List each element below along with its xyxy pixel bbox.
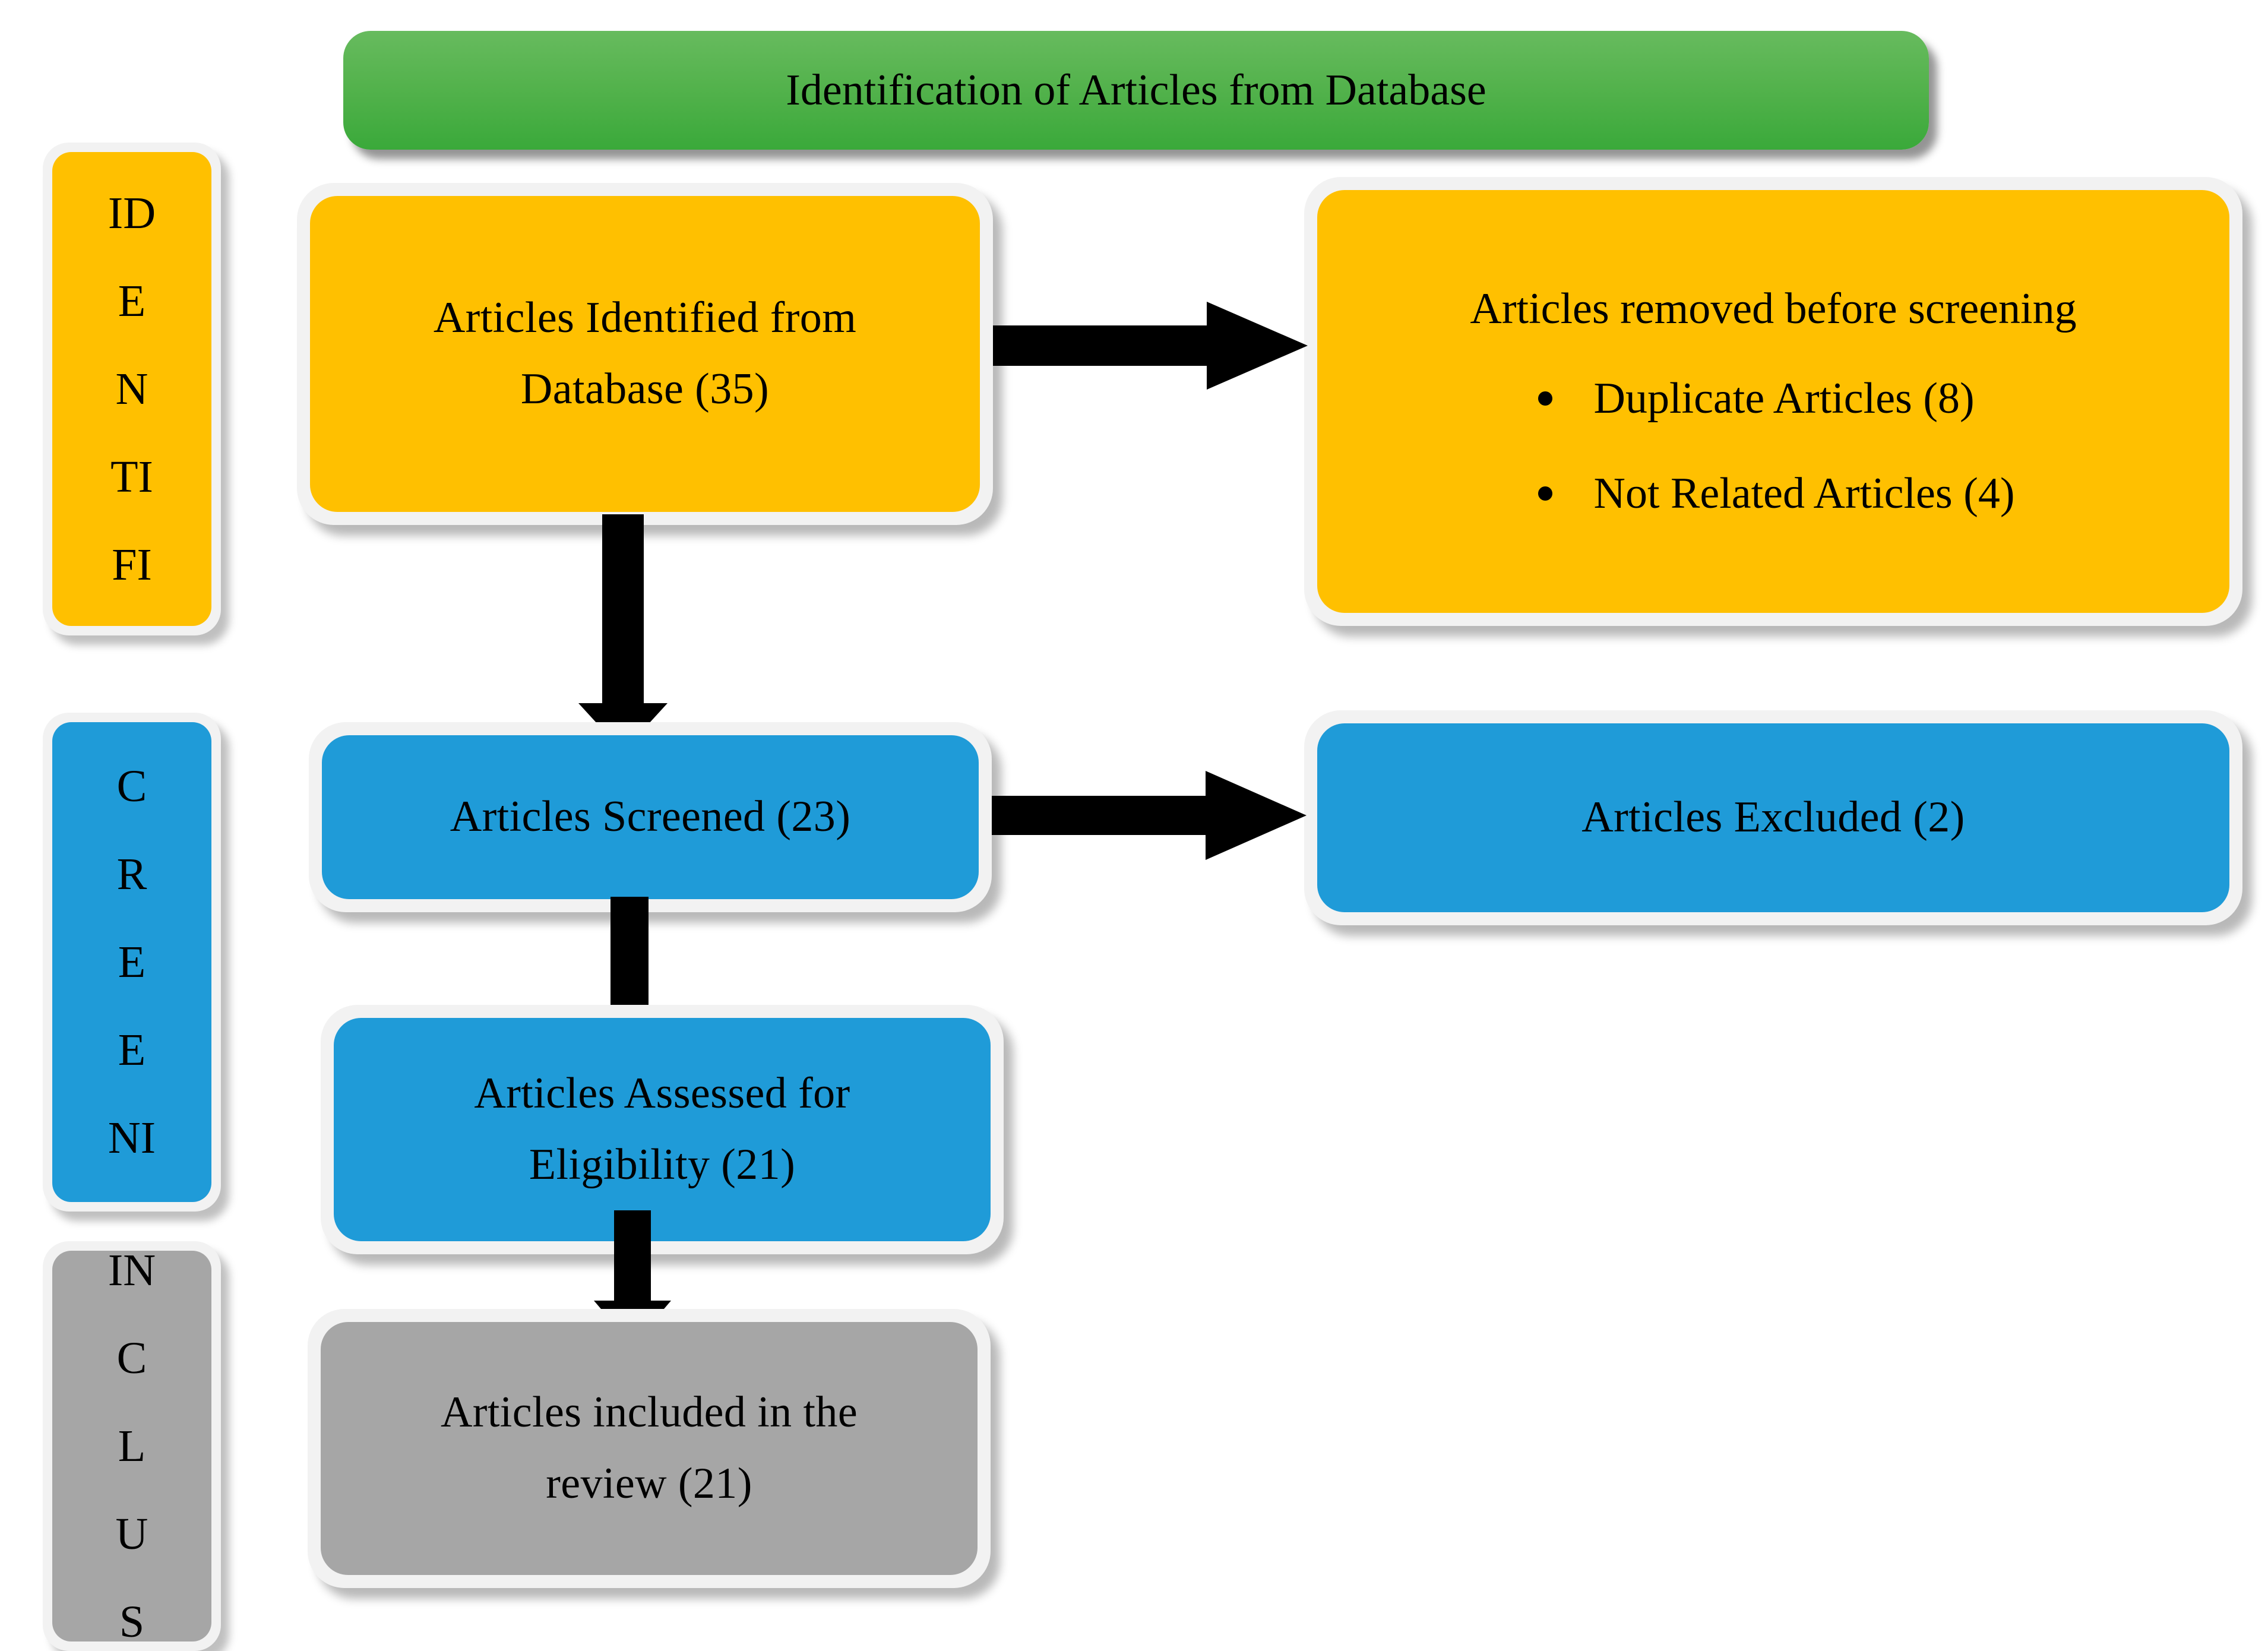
list-item: Not Related Articles (4) (1532, 466, 2015, 521)
node-articles-screened-label: Articles Screened (23) (450, 792, 851, 842)
phase-label-screening: SCREENIN (43, 713, 221, 1212)
node-articles-included-label: Articles included in the review (21) (440, 1388, 858, 1508)
removed-item-label: Not Related Articles (4) (1593, 469, 2015, 518)
node-articles-included: Articles included in the review (21) (308, 1309, 991, 1588)
phase-fill-screening: SCREENIN (52, 722, 211, 1202)
node-articles-identified-fill: Articles Identified from Database (35) (310, 196, 980, 512)
phase-label-inclusion: INCLUS (43, 1241, 221, 1651)
node-articles-screened-fill: Articles Screened (23) (322, 735, 979, 899)
removed-body: Articles removed before screening Duplic… (1317, 282, 2229, 521)
node-articles-eligibility-fill: Articles Assessed for Eligibility (21) (334, 1018, 991, 1241)
node-articles-removed-title: Articles removed before screening (1470, 284, 2077, 334)
node-articles-identified-label: Articles Identified from Database (35) (433, 293, 857, 413)
node-articles-identified: Articles Identified from Database (35) (297, 183, 993, 525)
removed-bullet-list: Duplicate Articles (8) Not Related Artic… (1532, 371, 2015, 521)
identification-banner: Identification of Articles from Database (343, 31, 1929, 150)
node-articles-excluded-label: Articles Excluded (2) (1581, 793, 1965, 842)
phase-fill-inclusion: INCLUS (52, 1251, 211, 1641)
phase-label-identification-text: IDENTIFI (107, 188, 156, 590)
node-articles-removed: Articles removed before screening Duplic… (1304, 177, 2242, 626)
phase-label-identification: IDENTIFI (43, 143, 221, 635)
node-articles-eligibility-label: Articles Assessed for Eligibility (21) (474, 1069, 850, 1189)
phase-label-inclusion-text: INCLUS (107, 1251, 156, 1641)
bullet-dot-icon (1538, 486, 1552, 501)
identification-banner-label: Identification of Articles from Database (786, 65, 1486, 115)
node-articles-eligibility: Articles Assessed for Eligibility (21) (321, 1005, 1004, 1254)
node-articles-removed-fill: Articles removed before screening Duplic… (1317, 190, 2229, 613)
arrow-identified-to-screened (578, 514, 668, 752)
node-articles-excluded: Articles Excluded (2) (1304, 710, 2242, 925)
list-item: Duplicate Articles (8) (1532, 371, 2015, 426)
node-articles-screened: Articles Screened (23) (309, 722, 992, 912)
node-articles-excluded-fill: Articles Excluded (2) (1317, 723, 2229, 912)
node-articles-included-fill: Articles included in the review (21) (321, 1322, 978, 1575)
bullet-dot-icon (1538, 391, 1552, 406)
removed-item-label: Duplicate Articles (8) (1593, 374, 1975, 423)
phase-fill-identification: IDENTIFI (52, 152, 211, 626)
arrow-screened-to-excluded (992, 771, 1307, 860)
phase-label-screening-text: SCREENIN (107, 722, 156, 1202)
arrow-identified-to-removed (993, 302, 1308, 390)
